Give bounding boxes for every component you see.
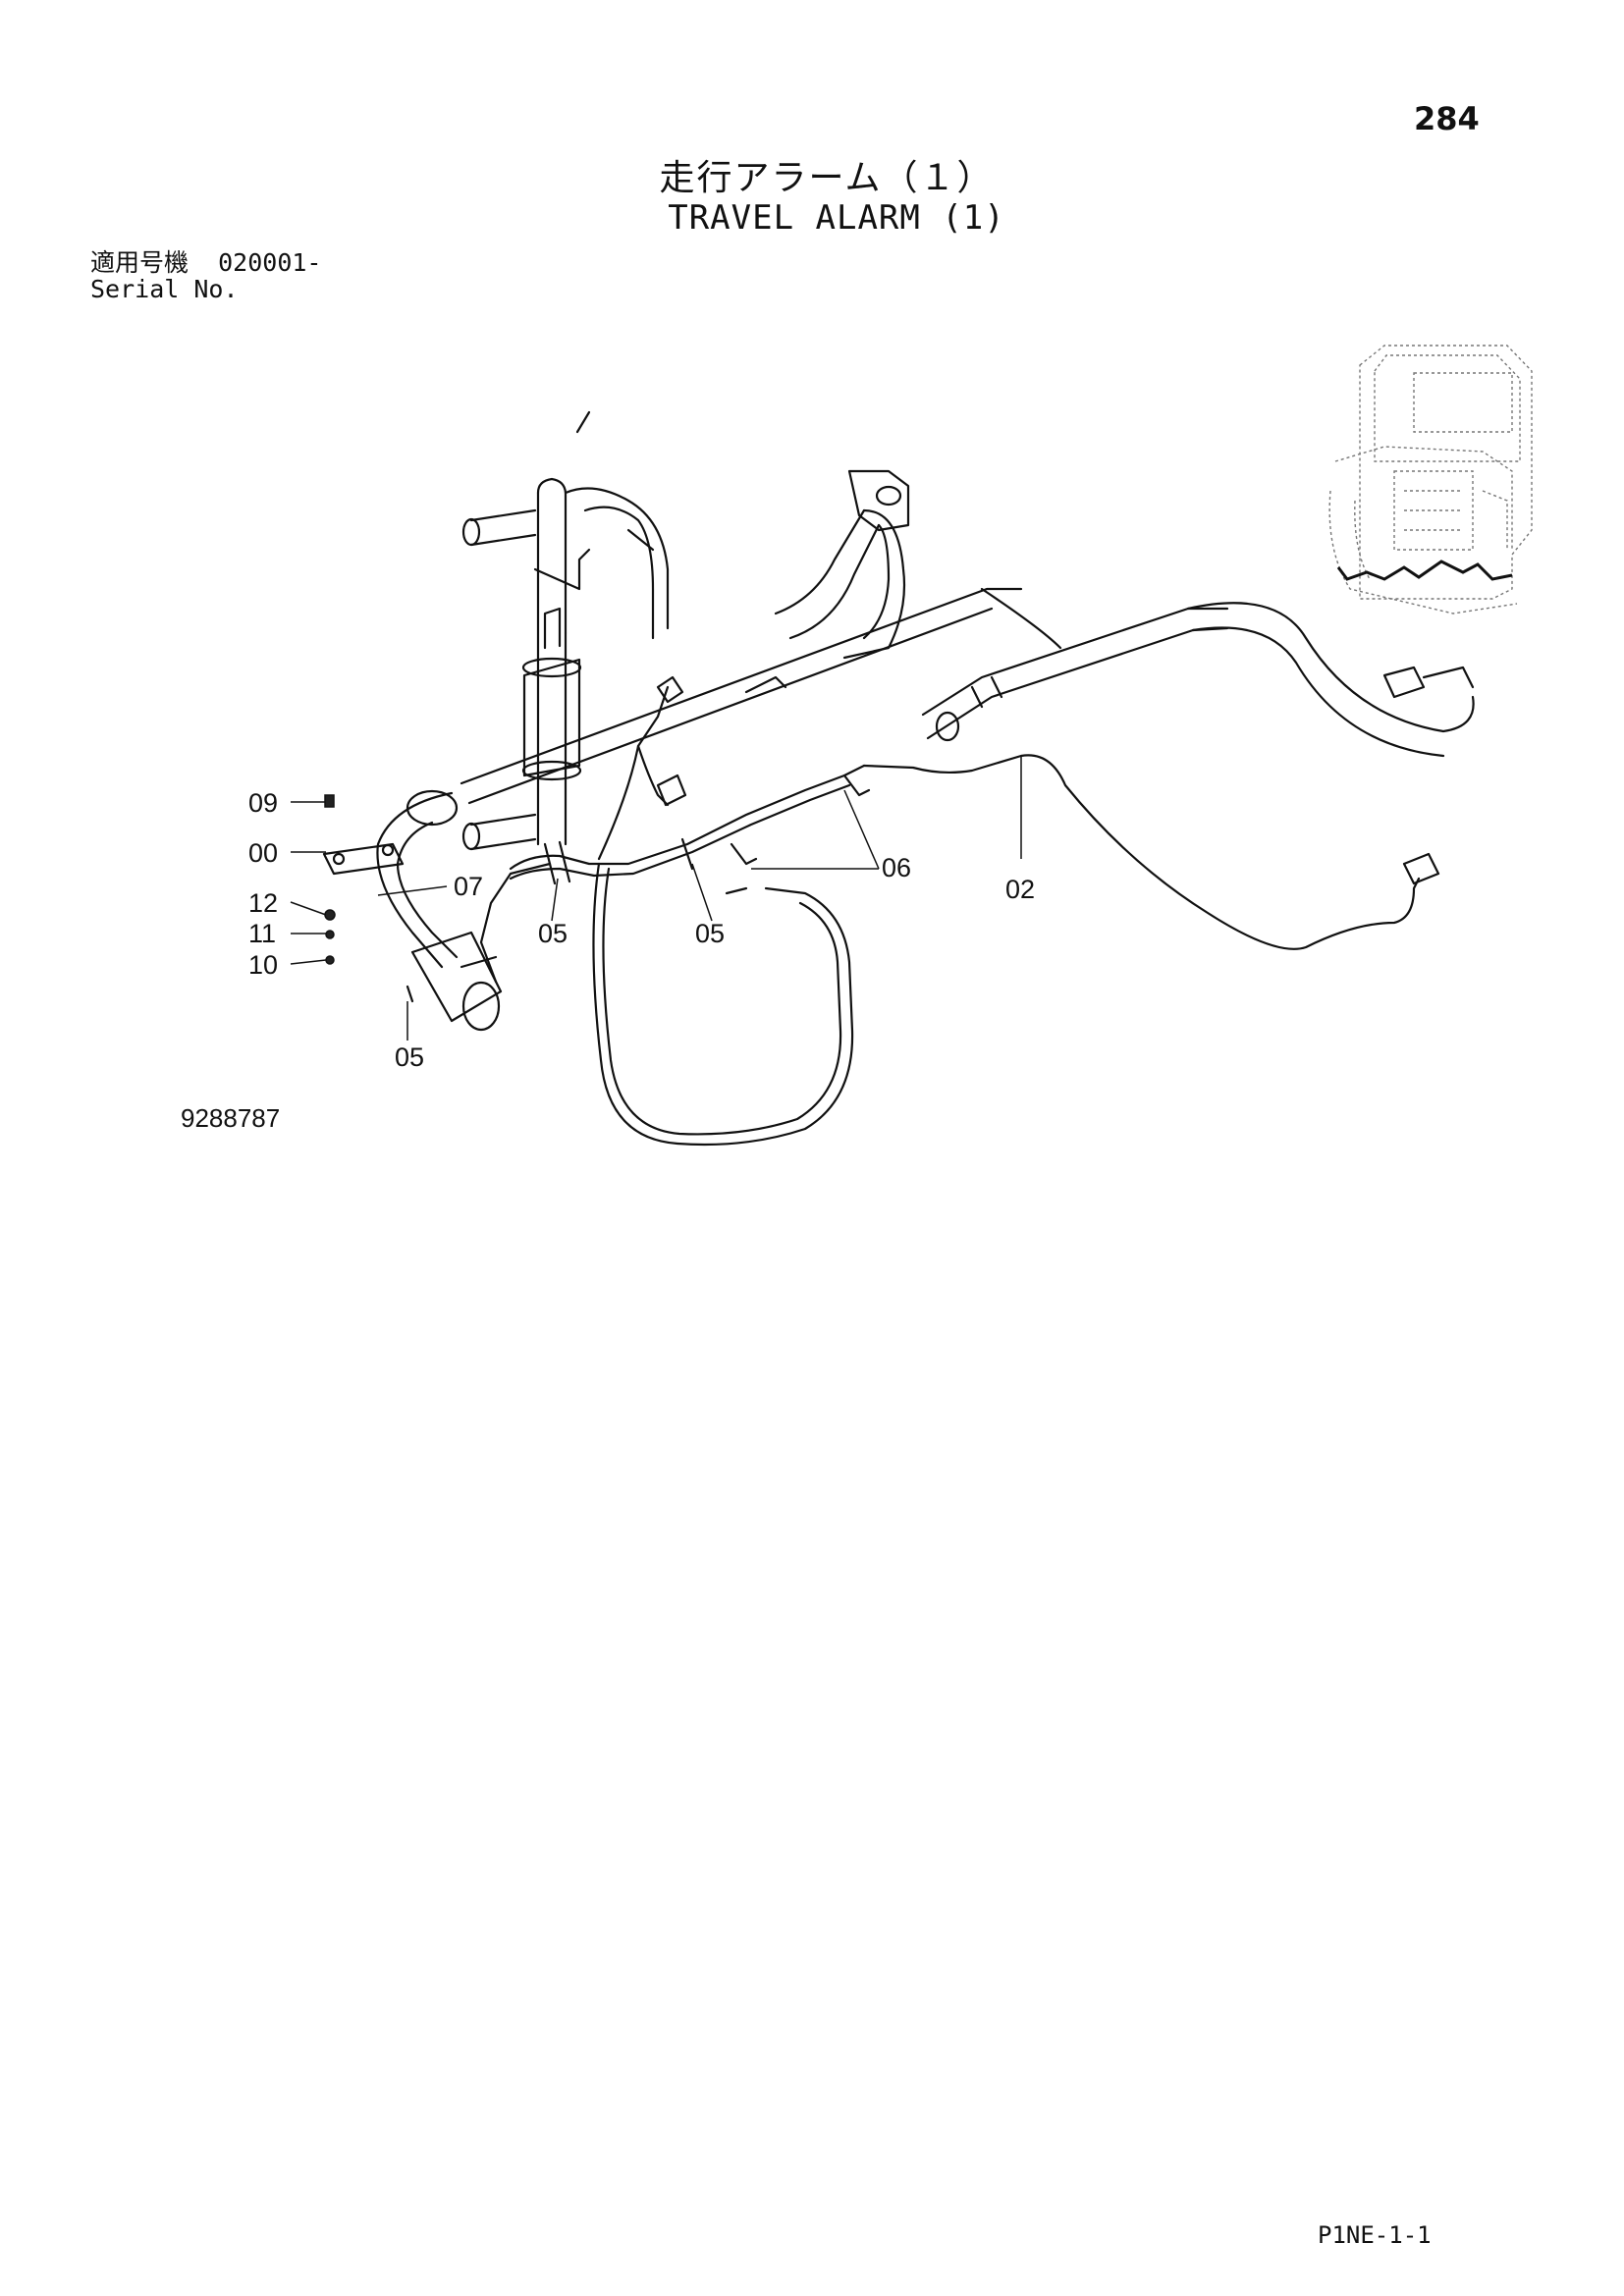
page-code: P1NE-1-1	[1318, 2221, 1432, 2249]
callout-05-center: 05	[538, 919, 568, 948]
inset-harness-line	[1336, 560, 1513, 581]
leader-lines	[290, 756, 1022, 1041]
serial-label-english: Serial No.	[90, 275, 239, 303]
harness-assembly	[322, 410, 1475, 1147]
callout-10: 10	[248, 950, 278, 980]
serial-value: 020001-	[218, 248, 322, 277]
drawing-number: 9288787	[181, 1103, 281, 1133]
serial-row-japanese: 適用号機 020001-	[90, 249, 321, 276]
callout-11: 11	[248, 919, 276, 948]
callout-00: 00	[248, 838, 278, 868]
serial-label-japanese: 適用号機	[90, 248, 189, 277]
machine-location-inset	[1328, 345, 1533, 614]
serial-number-block: 適用号機 020001- Serial No.	[90, 249, 321, 302]
callout-12: 12	[248, 888, 278, 918]
callout-09: 09	[248, 788, 278, 818]
page-number: 284	[1414, 100, 1480, 137]
callout-07: 07	[454, 872, 483, 901]
callout-05-bottom: 05	[395, 1042, 424, 1072]
callout-06: 06	[882, 853, 911, 882]
page-title-english: TRAVEL ALARM (1)	[668, 198, 1005, 238]
page-title-japanese: 走行アラーム（１）	[659, 158, 995, 198]
fastener-parts	[324, 794, 336, 965]
callout-02: 02	[1005, 875, 1035, 904]
callout-05-right: 05	[695, 919, 725, 948]
